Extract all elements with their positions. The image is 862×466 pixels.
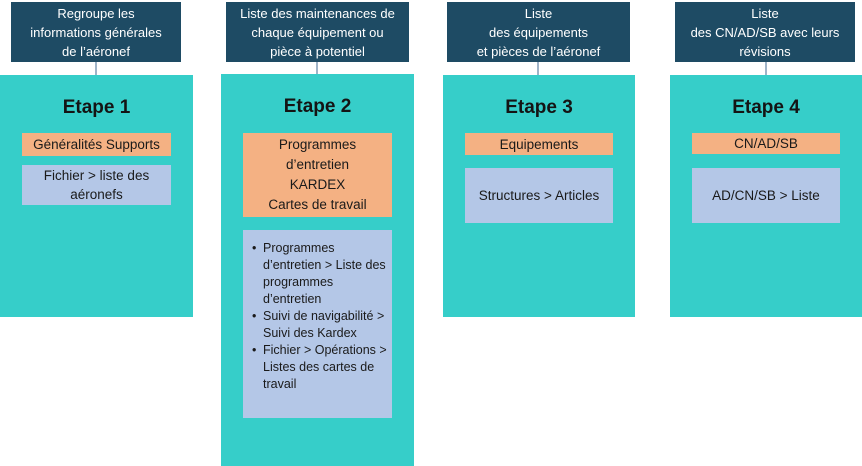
step4-menu-path-box: AD/CN/SB > Liste <box>692 168 840 223</box>
step4-panel: Etape 4 CN/AD/SB AD/CN/SB > Liste <box>670 75 862 317</box>
step1-title: Etape 1 <box>62 97 131 118</box>
step2-menu-path-item: Suivi de navigabilité > Suivi des Kardex <box>251 308 388 342</box>
step2-description-box: Liste des maintenances de chaque équipem… <box>226 2 409 62</box>
step1-menu-path-box: Fichier > liste des aéronefs <box>22 165 171 205</box>
step2-title: Etape 2 <box>283 96 352 117</box>
step2-menu-path-list: Programmes d’entretien > Liste des progr… <box>251 240 388 393</box>
step4-title: Etape 4 <box>732 97 800 118</box>
step3-menu-path-box: Structures > Articles <box>465 168 613 223</box>
step4-connector-line <box>765 62 767 75</box>
step3-connector-line <box>537 62 539 75</box>
step2-connector-line <box>316 62 318 75</box>
step2-module-box: Programmes d’entretien KARDEX Cartes de … <box>243 133 392 217</box>
step4-module-box: CN/AD/SB <box>692 133 840 154</box>
step3-panel: Etape 3 Equipements Structures > Article… <box>443 75 635 317</box>
step2-menu-path-item: Fichier > Opérations > Listes des cartes… <box>251 342 388 393</box>
step2-menu-path-box: Programmes d’entretien > Liste des progr… <box>243 230 392 418</box>
step1-connector-line <box>95 62 97 75</box>
step4-description-box: Liste des CN/AD/SB avec leurs révisions <box>675 2 855 62</box>
step1-description-box: Regroupe les informations générales de l… <box>11 2 181 62</box>
step2-panel: Etape 2 Programmes d’entretien KARDEX Ca… <box>221 74 414 466</box>
step3-description-box: Liste des équipements et pièces de l’aér… <box>447 2 630 62</box>
step1-module-box: Généralités Supports <box>22 133 171 156</box>
step2-menu-path-item: Programmes d’entretien > Liste des progr… <box>251 240 388 308</box>
step3-title: Etape 3 <box>505 97 573 118</box>
step3-module-box: Equipements <box>465 133 613 155</box>
step1-panel: Etape 1 Généralités Supports Fichier > l… <box>0 75 193 317</box>
